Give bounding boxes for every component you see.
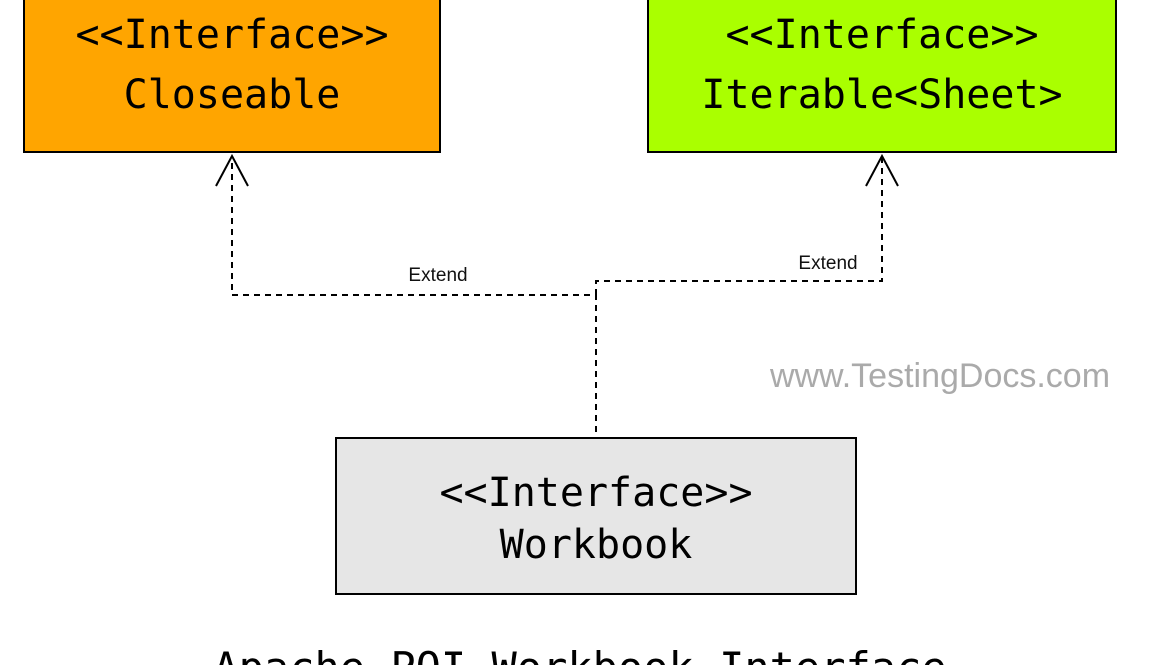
workbook-interface-node: <<Interface>> Workbook bbox=[335, 437, 857, 595]
watermark-text: www.TestingDocs.com bbox=[769, 357, 1110, 395]
extend-connector-iterable bbox=[595, 156, 883, 295]
extend-edge-iterable: Extend bbox=[595, 153, 899, 295]
closeable-box bbox=[23, 0, 441, 153]
iterable-name: Iterable<Sheet> bbox=[701, 72, 1062, 118]
closeable-name: Closeable bbox=[124, 72, 341, 118]
workbook-box bbox=[335, 437, 857, 595]
extend-connector-closeable bbox=[231, 156, 597, 432]
iterable-stereotype: <<Interface>> bbox=[725, 12, 1038, 58]
closeable-stereotype: <<Interface>> bbox=[75, 12, 388, 58]
workbook-stereotype: <<Interface>> bbox=[439, 470, 752, 516]
arrowhead-iterable-icon bbox=[865, 153, 899, 187]
arrowhead-closeable-icon bbox=[215, 153, 249, 187]
iterable-interface-node: <<Interface>> Iterable<Sheet> bbox=[647, 0, 1117, 153]
iterable-box bbox=[647, 0, 1117, 153]
extend-label-iterable: Extend bbox=[798, 253, 857, 274]
closeable-interface-node: <<Interface>> Closeable bbox=[23, 0, 441, 153]
workbook-name: Workbook bbox=[500, 522, 693, 568]
diagram-caption: Apache POI Workbook Interface bbox=[213, 643, 946, 665]
extend-label-closeable: Extend bbox=[408, 265, 467, 286]
extend-edge-closeable: Extend bbox=[215, 153, 597, 432]
